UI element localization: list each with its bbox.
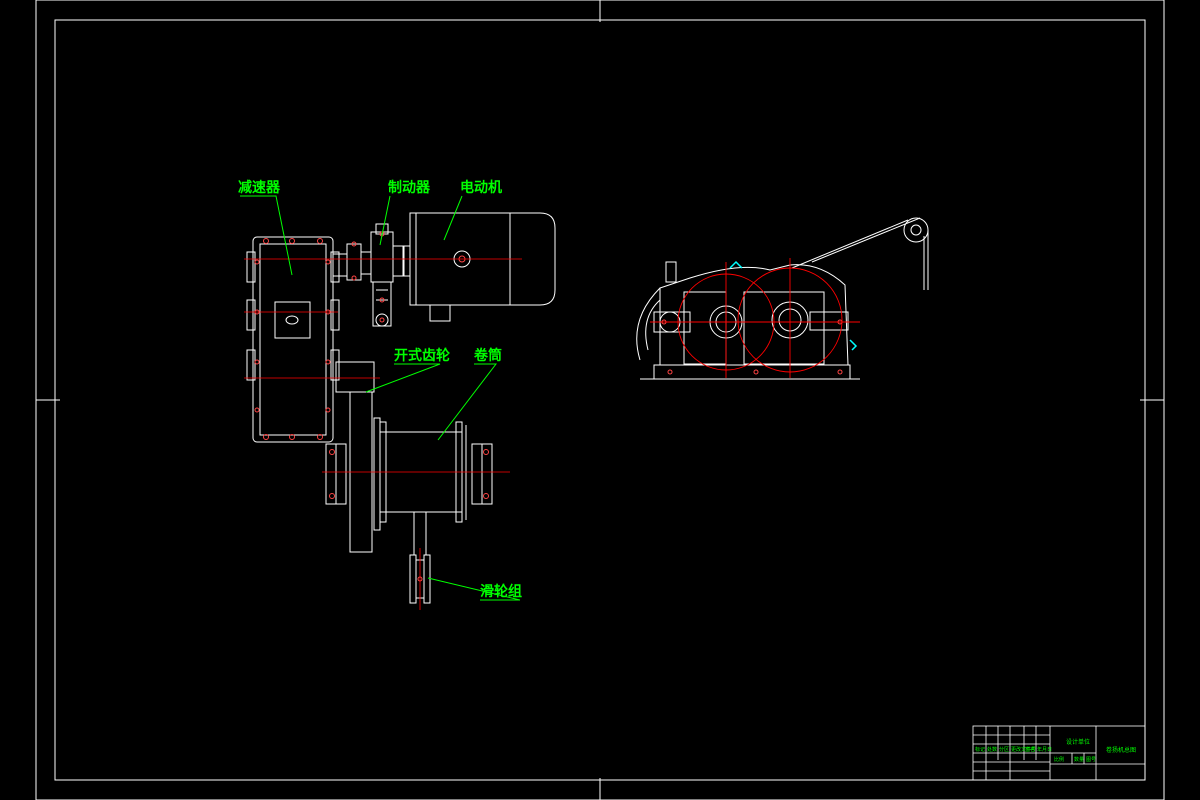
label-reducer: 减速器 bbox=[238, 179, 281, 196]
title-block-text: 设计单位 卷扬机总图 比例 数量 图号 标记 处数 分区 更改文件号 签名 年月… bbox=[975, 738, 1136, 763]
brake-body bbox=[370, 223, 404, 327]
title-block-sign-5: 签名 bbox=[1025, 746, 1035, 753]
title-block-sign-3: 分区 bbox=[999, 746, 1009, 753]
label-drum: 卷筒 bbox=[473, 347, 502, 364]
title-block-scale-2: 数量 bbox=[1074, 756, 1084, 763]
title-block-scale-3: 图号 bbox=[1086, 757, 1096, 763]
title-block-sign-1: 标记 bbox=[975, 746, 985, 753]
label-pulley: 滑轮组 bbox=[480, 583, 522, 600]
title-block-drawing-name: 卷扬机总图 bbox=[1106, 746, 1136, 754]
motor-body bbox=[403, 212, 556, 322]
label-brake: 制动器 bbox=[388, 179, 431, 196]
title-block bbox=[972, 725, 1146, 781]
reducer-body bbox=[246, 236, 340, 443]
elevation-view bbox=[636, 217, 929, 380]
leader-lines bbox=[240, 195, 521, 601]
label-motor: 电动机 bbox=[460, 179, 502, 196]
label-open-gear: 开式齿轮 bbox=[394, 347, 450, 364]
drawing-frame bbox=[35, 0, 1165, 800]
title-block-sign-4: 更改文件号 bbox=[1011, 746, 1036, 753]
centerlines-plan bbox=[244, 258, 522, 610]
title-block-sign-6: 年月日 bbox=[1037, 746, 1052, 753]
title-block-sign-2: 处数 bbox=[987, 746, 997, 753]
title-block-unit: 设计单位 bbox=[1066, 738, 1090, 746]
open-gear bbox=[335, 361, 381, 553]
plan-view bbox=[244, 212, 556, 610]
title-block-scale-1: 比例 bbox=[1054, 756, 1064, 763]
